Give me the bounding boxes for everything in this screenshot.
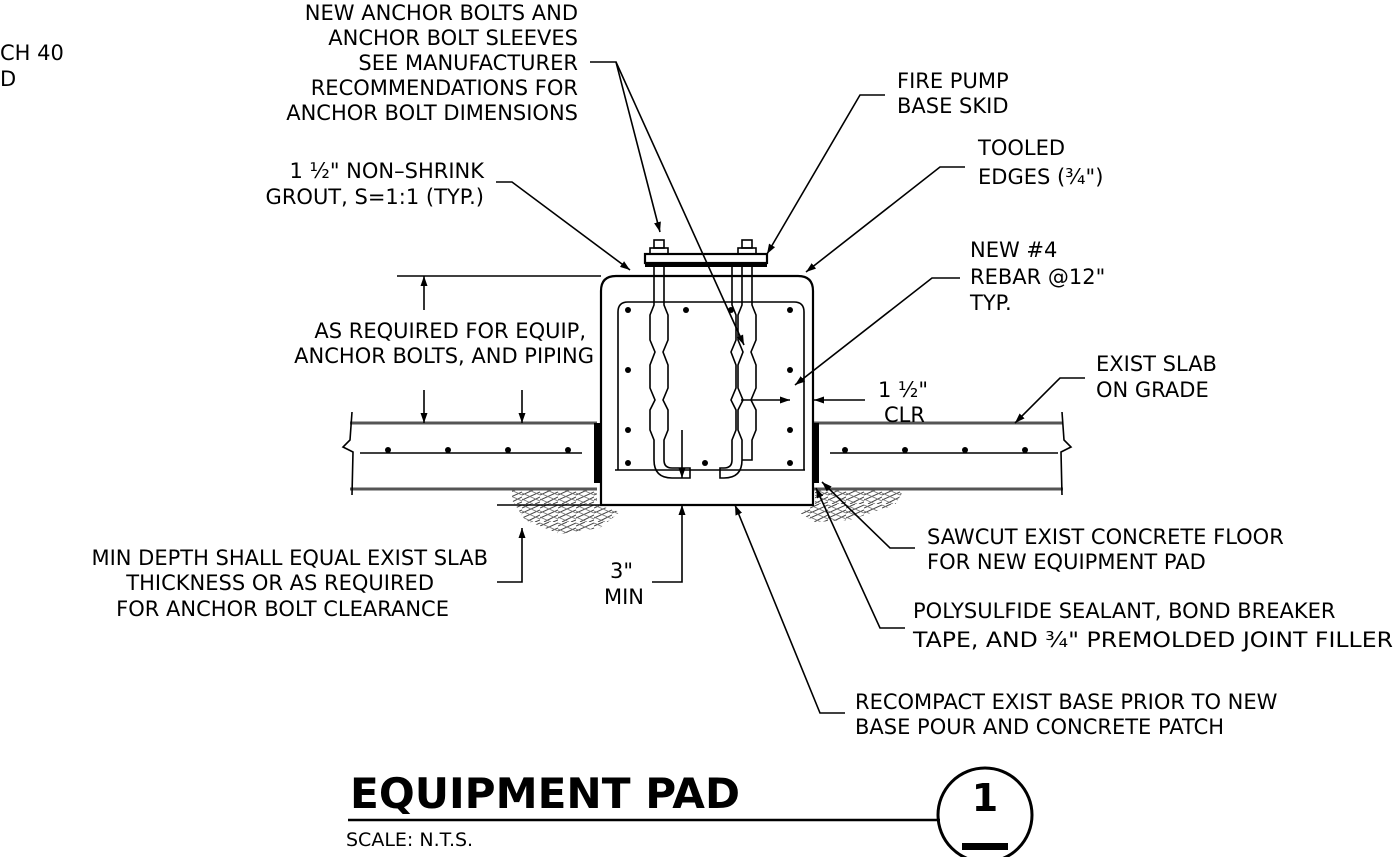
- label-sawcut-line-2: FOR NEW EQUIPMENT PAD: [927, 550, 1206, 574]
- label-clearance: 1 ½" CLR: [878, 378, 928, 427]
- label-anchor-bolts-line-2: ANCHOR BOLT SLEEVES: [328, 26, 578, 50]
- existing-slab-left: [341, 411, 601, 496]
- label-as-required-line-1: AS REQUIRED FOR EQUIP,: [314, 319, 586, 343]
- leader-lines: [397, 61, 1085, 714]
- title-block: EQUIPMENT PAD SCALE: N.T.S. 1: [346, 766, 1034, 857]
- label-anchor-bolts-line-1: NEW ANCHOR BOLTS AND: [305, 1, 578, 25]
- fire-pump-base-skid: [643, 252, 769, 267]
- detail-scale: SCALE: N.T.S.: [346, 829, 473, 851]
- label-tooled-edges-line-1: TOOLED: [977, 136, 1065, 160]
- label-fire-pump: FIRE PUMP BASE SKID: [897, 69, 1009, 118]
- label-sealant-line-1: POLYSULFIDE SEALANT, BOND BREAKER: [913, 599, 1336, 623]
- label-tooled-edges-line-2: EDGES (¾"): [978, 165, 1103, 189]
- detail-number: 1: [972, 776, 998, 820]
- label-as-required: AS REQUIRED FOR EQUIP, ANCHOR BOLTS, AND…: [294, 319, 594, 368]
- label-min-depth-line-2: THICKNESS OR AS REQUIRED: [125, 571, 434, 595]
- label-grout-line-2: GROUT, S=1:1 (TYP.): [266, 185, 484, 209]
- soil-hatch: [512, 488, 905, 534]
- label-anchor-bolts-line-5: ANCHOR BOLT DIMENSIONS: [286, 101, 578, 125]
- label-grout: 1 ½" NON–SHRINK GROUT, S=1:1 (TYP.): [266, 159, 486, 209]
- label-edge-cut-line-2: D: [0, 67, 16, 91]
- label-rebar-line-3: TYP.: [969, 291, 1012, 315]
- label-edge-cut-line-1: CH 40: [0, 41, 64, 65]
- label-tooled-edges: TOOLED EDGES (¾"): [977, 136, 1103, 189]
- equipment-pad: [599, 274, 815, 507]
- label-recompact: RECOMPACT EXIST BASE PRIOR TO NEW BASE P…: [855, 690, 1278, 739]
- label-sawcut: SAWCUT EXIST CONCRETE FLOOR FOR NEW EQUI…: [927, 525, 1284, 574]
- label-anchor-bolts-line-4: RECOMMENDATIONS FOR: [311, 76, 578, 100]
- label-rebar-line-1: NEW #4: [970, 238, 1057, 262]
- label-edge-cut: CH 40 D: [0, 41, 64, 91]
- label-three-inch-min-line-2: MIN: [604, 585, 644, 609]
- label-rebar-line-2: REBAR @12": [970, 265, 1105, 289]
- label-recompact-line-2: BASE POUR AND CONCRETE PATCH: [855, 715, 1224, 739]
- label-rebar: NEW #4 REBAR @12" TYP.: [969, 238, 1105, 315]
- label-anchor-bolts: NEW ANCHOR BOLTS AND ANCHOR BOLT SLEEVES…: [286, 1, 578, 125]
- label-sawcut-line-1: SAWCUT EXIST CONCRETE FLOOR: [927, 525, 1284, 549]
- label-min-depth: MIN DEPTH SHALL EQUAL EXIST SLAB THICKNE…: [91, 546, 488, 621]
- label-clearance-line-2: CLR: [884, 403, 925, 427]
- label-as-required-line-2: ANCHOR BOLTS, AND PIPING: [294, 344, 594, 368]
- label-anchor-bolts-line-3: SEE MANUFACTURER: [358, 51, 578, 75]
- detail-title: EQUIPMENT PAD: [350, 769, 740, 818]
- label-min-depth-line-1: MIN DEPTH SHALL EQUAL EXIST SLAB: [91, 546, 488, 570]
- label-exist-slab: EXIST SLAB ON GRADE: [1096, 352, 1217, 402]
- label-exist-slab-line-2: ON GRADE: [1096, 378, 1209, 402]
- detail-sheet-bar: [962, 843, 1008, 850]
- label-fire-pump-line-2: BASE SKID: [897, 94, 1009, 118]
- label-grout-line-1: 1 ½" NON–SHRINK: [289, 159, 485, 183]
- label-fire-pump-line-1: FIRE PUMP: [897, 69, 1009, 93]
- label-sealant-line-2: TAPE, AND ¾" PREMOLDED JOINT FILLER: [912, 628, 1393, 652]
- label-exist-slab-line-1: EXIST SLAB: [1096, 352, 1217, 376]
- existing-slab-right: [812, 411, 1073, 496]
- label-three-inch-min: 3" MIN: [604, 559, 644, 609]
- label-sealant: POLYSULFIDE SEALANT, BOND BREAKER TAPE, …: [912, 599, 1393, 652]
- label-three-inch-min-line-1: 3": [610, 559, 633, 583]
- label-clearance-line-1: 1 ½": [878, 378, 928, 402]
- label-recompact-line-1: RECOMPACT EXIST BASE PRIOR TO NEW: [855, 690, 1278, 714]
- label-min-depth-line-3: FOR ANCHOR BOLT CLEARANCE: [116, 597, 449, 621]
